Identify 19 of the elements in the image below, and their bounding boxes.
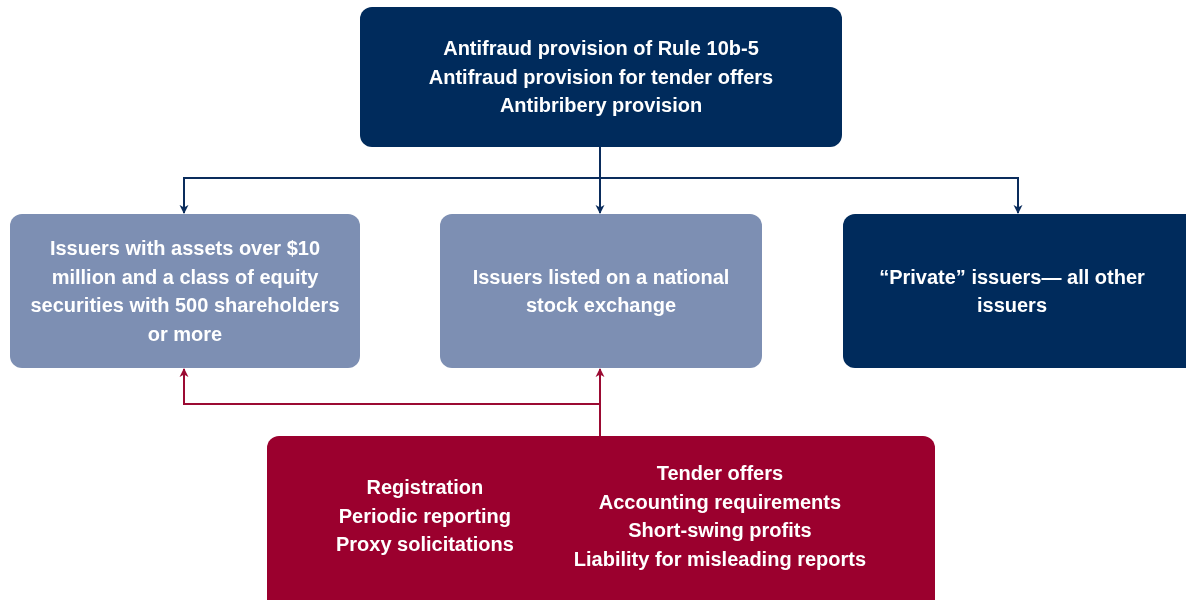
box-text: Antifraud provision of Rule 10b-5 bbox=[443, 36, 759, 62]
box-text: Tender offers bbox=[656, 461, 784, 486]
rounded-box bbox=[440, 214, 762, 368]
box-text: Issuers listed on a national stock exchange bbox=[471, 264, 731, 318]
rounded-box bbox=[267, 436, 935, 600]
box-text: Issuers with assets over $10 million and a class of equity securities with 500 shareholders or more bbox=[29, 236, 341, 347]
box-text: “Private” issuers— all other issuers bbox=[878, 264, 1146, 318]
box-text: Registration bbox=[366, 475, 484, 501]
box-text: Antibribery provision bbox=[499, 93, 703, 119]
box-text: Accounting requirements bbox=[598, 489, 842, 515]
box-text: Antifraud provision for tender offers bbox=[428, 64, 774, 90]
rounded-box bbox=[843, 214, 1186, 368]
box-text: Periodic reporting bbox=[338, 503, 511, 529]
box-text: Liability for misleading reports bbox=[573, 546, 867, 572]
box-text: Proxy solicitations bbox=[335, 532, 514, 558]
rounded-box bbox=[360, 7, 842, 147]
box-text: Short-swing profits bbox=[628, 518, 812, 543]
rounded-box bbox=[10, 214, 360, 368]
arrow bbox=[595, 368, 605, 437]
